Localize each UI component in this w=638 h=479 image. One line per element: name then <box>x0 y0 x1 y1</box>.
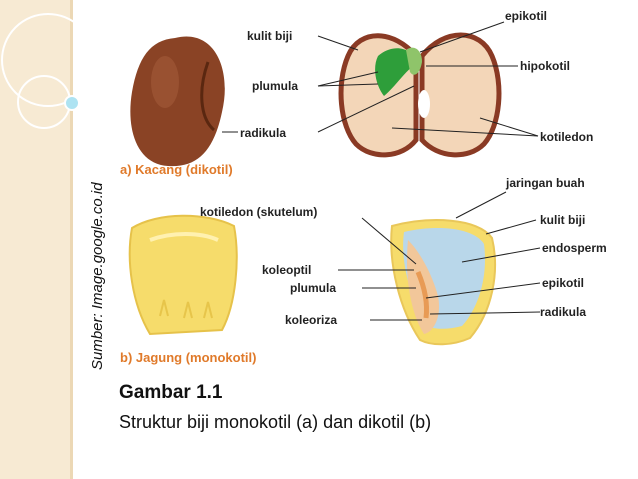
decorative-circles <box>1 13 80 129</box>
seed-center-gap <box>418 90 430 118</box>
label-plumula-top: plumula <box>252 79 299 93</box>
label-radikula-bottom: radikula <box>540 305 587 319</box>
deco-circle-large <box>1 13 80 107</box>
leader-endosperm <box>461 247 541 263</box>
leader-jaringan-buah <box>455 191 507 219</box>
cotyledon-right <box>419 32 502 158</box>
caption-kacang: a) Kacang (dikotil) <box>120 162 233 177</box>
leader-radikula-bottom <box>429 311 541 315</box>
label-kotiledon-skutelum: kotiledon (skutelum) <box>200 205 318 219</box>
plumula-shape <box>375 48 418 96</box>
corn-kernel <box>128 214 238 336</box>
figure-description: Struktur biji monokotil (a) dan dikotil … <box>119 412 432 432</box>
label-koleoriza: koleoriza <box>285 313 338 327</box>
leader-radikula-top <box>317 85 415 133</box>
label-kotiledon-top: kotiledon <box>540 130 594 144</box>
leader-kotiledon-top-1 <box>479 117 539 137</box>
leader-plumula-top-1 <box>317 71 379 87</box>
leader-kulit-biji-top <box>317 35 359 51</box>
label-epikotil-top: epikotil <box>505 9 548 23</box>
label-epikotil-bottom: epikotil <box>542 276 585 290</box>
label-plumula-bottom: plumula <box>290 281 337 295</box>
leader-skutelum <box>361 217 417 265</box>
label-radikula-top: radikula <box>240 126 287 140</box>
leader-epikotil-top <box>419 21 505 53</box>
bean-exterior <box>130 36 225 167</box>
label-hipokotil: hipokotil <box>520 59 570 73</box>
epikotil-shape <box>406 47 422 75</box>
left-band-edge <box>70 0 73 479</box>
leader-kulit-biji-bottom <box>485 219 537 235</box>
caption-jagung: b) Jagung (monokotil) <box>120 350 257 365</box>
corn-base-marks <box>159 299 213 319</box>
leader-epikotil-bottom <box>425 282 541 299</box>
bean-highlight <box>151 56 179 108</box>
leader-plumula-top-2 <box>317 83 379 87</box>
deco-dot-icon <box>64 95 80 111</box>
label-kulit-biji-bottom: kulit biji <box>540 213 586 227</box>
source-credit: Sumber: Image.google.co.id <box>89 182 106 370</box>
label-koleoptil: koleoptil <box>262 263 312 277</box>
label-jaringan-buah: jaringan buah <box>506 176 585 190</box>
embryo-axis <box>415 271 429 319</box>
leader-kotiledon-top-2 <box>391 127 539 137</box>
label-endosperm: endosperm <box>542 241 607 255</box>
corn-highlight <box>149 232 219 242</box>
figure-title: Gambar 1.1 <box>119 382 223 403</box>
label-kulit-biji-top: kulit biji <box>247 29 293 43</box>
bean-hilum <box>200 61 216 132</box>
